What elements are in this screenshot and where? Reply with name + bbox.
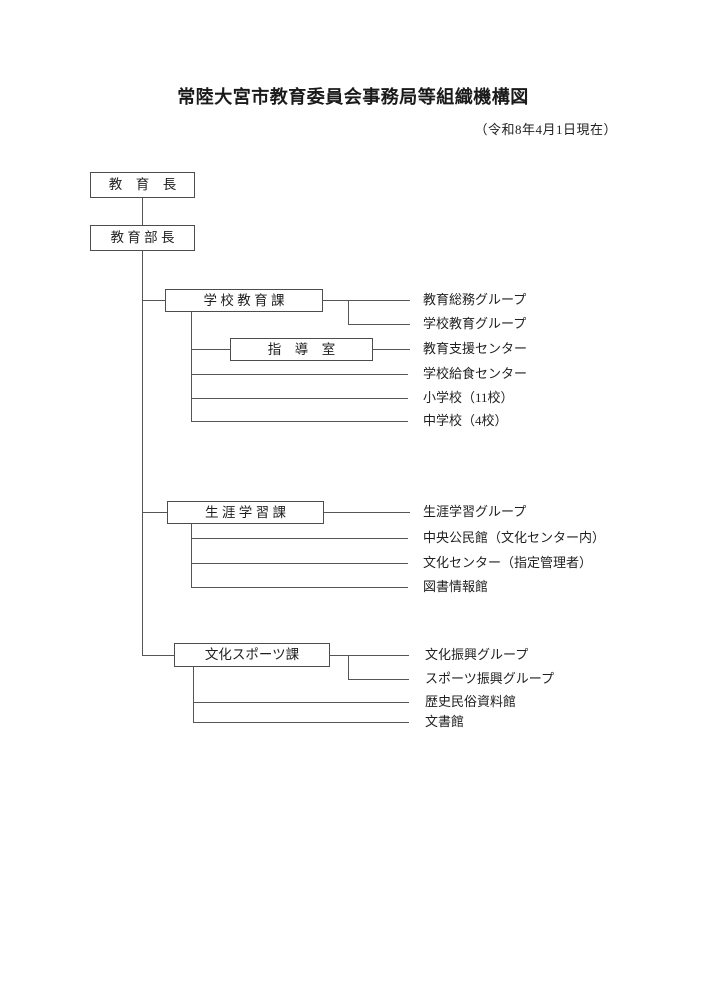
leaf-central-community-center: 中央公民館（文化センター内） bbox=[423, 530, 608, 546]
branch-culture-promotion-group bbox=[330, 655, 409, 656]
branch-to-school-education bbox=[142, 300, 165, 301]
branch-archives bbox=[193, 722, 409, 723]
drop-lifelong-learning bbox=[191, 524, 192, 588]
box-lifelong-learning-division: 生 涯 学 習 課 bbox=[167, 501, 324, 524]
fork-school-education-groups bbox=[348, 300, 349, 325]
leaf-library-information-center: 図書情報館 bbox=[423, 579, 491, 595]
leaf-culture-center: 文化センター（指定管理者） bbox=[423, 555, 595, 571]
leaf-junior-high-schools: 中学校（4校） bbox=[423, 413, 510, 429]
leaf-culture-promotion-group: 文化振興グループ bbox=[425, 647, 531, 663]
branch-central-community-center bbox=[191, 538, 408, 539]
leaf-sports-promotion-group: スポーツ振興グループ bbox=[425, 671, 556, 687]
leaf-archives: 文書館 bbox=[425, 714, 467, 730]
branch-to-guidance-office bbox=[191, 349, 230, 350]
leaf-education-general-affairs-group: 教育総務グループ bbox=[423, 292, 529, 308]
branch-lifelong-learning-group bbox=[324, 512, 410, 513]
branch-sports-promotion-group bbox=[348, 679, 409, 680]
leaf-history-folklore-museum: 歴史民俗資料館 bbox=[425, 694, 519, 710]
branch-general-affairs-group bbox=[323, 300, 410, 301]
box-superintendent: 教 育 長 bbox=[90, 172, 195, 198]
connector-superintendent-to-head bbox=[142, 198, 143, 225]
branch-to-culture-sports bbox=[142, 655, 174, 656]
drop-culture-sports bbox=[193, 667, 194, 723]
branch-junior-high-schools bbox=[191, 421, 408, 422]
leaf-school-lunch-center: 学校給食センター bbox=[423, 366, 530, 382]
branch-school-education-group bbox=[348, 324, 410, 325]
leaf-lifelong-learning-group: 生涯学習グループ bbox=[423, 504, 529, 520]
page-title: 常陸大宮市教育委員会事務局等組織機構図 bbox=[177, 87, 529, 107]
branch-culture-center bbox=[191, 563, 408, 564]
leaf-education-support-center: 教育支援センター bbox=[423, 341, 530, 357]
box-education-department-head: 教 育 部 長 bbox=[90, 225, 195, 251]
box-culture-sports-division: 文化スポーツ課 bbox=[174, 643, 330, 667]
trunk-main bbox=[142, 251, 143, 656]
box-school-education-division: 学 校 教 育 課 bbox=[165, 289, 323, 312]
date-note: （令和8年4月1日現在） bbox=[474, 122, 617, 137]
branch-school-lunch-center bbox=[191, 374, 408, 375]
leaf-school-education-group: 学校教育グループ bbox=[423, 316, 529, 332]
drop-school-education bbox=[191, 312, 192, 422]
branch-elementary-schools bbox=[191, 398, 408, 399]
branch-library-information bbox=[191, 587, 408, 588]
branch-history-folklore-museum bbox=[193, 702, 409, 703]
branch-education-support-center bbox=[373, 349, 410, 350]
leaf-elementary-schools: 小学校（11校） bbox=[423, 390, 516, 406]
branch-to-lifelong-learning bbox=[142, 512, 167, 513]
box-guidance-office: 指 導 室 bbox=[230, 338, 373, 361]
fork-culture-sports-groups bbox=[348, 655, 349, 680]
